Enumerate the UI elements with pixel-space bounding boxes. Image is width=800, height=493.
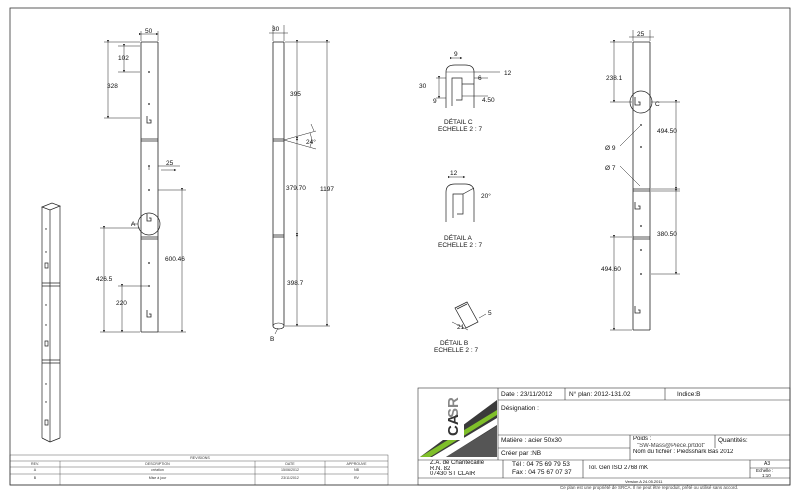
dim-25-front: 25 <box>166 160 174 167</box>
tb-plan-number: N° plan: 2012-131.02 <box>569 391 631 398</box>
dim-238-1: 238.1 <box>606 75 623 82</box>
dim-25-right: 25 <box>637 31 645 38</box>
rev-row-b-approved: RV <box>354 476 359 480</box>
dim-395: 395 <box>290 91 301 98</box>
tb-address-2: R.N. 82 <box>430 466 451 472</box>
label-c: C <box>655 101 660 108</box>
tb-tolerance: Tol. Gen ISO 2768 mK <box>588 465 649 471</box>
view-side <box>272 41 285 330</box>
dim-phi-9: Ø 9 <box>605 145 616 152</box>
dim-24-deg: 24° <box>306 138 316 146</box>
detail-a-dim-20-deg: 20° <box>481 192 491 200</box>
dim-phi-7: Ø 7 <box>605 165 616 172</box>
detail-c-dim-6: 6 <box>478 75 482 82</box>
revision-table <box>9 454 389 486</box>
tb-file-overlay: "SW-Mass@Pièce.prtdot" <box>637 443 706 449</box>
iso-view <box>41 202 61 443</box>
detail-b-title: DÉTAIL B <box>440 338 468 347</box>
tb-designation: Désignation : <box>501 405 539 412</box>
dim-50: 50 <box>145 28 153 35</box>
rev-header-date: DATE <box>285 462 295 466</box>
detail-c-dim-30: 30 <box>419 83 427 90</box>
logo-ca: CA <box>445 414 462 436</box>
dim-220: 220 <box>116 300 127 307</box>
rev-row-b-date: 23/11/2012 <box>281 476 299 480</box>
rev-header-rev: REV. <box>30 462 40 466</box>
view-front <box>137 41 161 333</box>
tb-version: Version A 24.05.2011 <box>625 479 663 484</box>
dim-30: 30 <box>272 26 280 33</box>
rev-header-approuve: APPROUVE <box>346 462 367 466</box>
sheet-border <box>9 7 791 486</box>
tb-address-3: 07430 ST CLAIR <box>430 471 476 477</box>
detail-c-dim-12: 12 <box>504 70 512 77</box>
rev-row-b-rev: B <box>33 476 37 480</box>
tb-indice: Indice:B <box>677 391 701 398</box>
dim-494-60: 494.60 <box>601 266 621 273</box>
logo-sr: SR <box>445 397 462 418</box>
tb-echelle-label: Echelle : <box>756 468 774 473</box>
detail-c <box>445 64 475 108</box>
rev-header-description: DESCRIPTION <box>145 462 170 466</box>
rev-row-b-desc: Mise à jour <box>148 476 167 480</box>
label-a: A <box>131 221 136 228</box>
tb-footer-notice: Ce plan est une propriété de SRCA. Il ne… <box>560 485 739 490</box>
dim-328: 328 <box>107 83 118 90</box>
tb-date: Date : 23/11/2012 <box>501 391 553 398</box>
revisions-title: REVISIONS <box>190 456 210 460</box>
detail-b <box>454 301 479 329</box>
tb-tel: Tél : 04 75 69 79 53 <box>512 461 570 468</box>
tb-creer-par: Créer par :NB <box>501 450 542 457</box>
detail-c-scale: ECHELLE 2 : 7 <box>438 126 482 133</box>
detail-c-title: DÉTAIL C <box>444 117 473 126</box>
view-right <box>629 41 653 331</box>
tb-fax: Fax : 04 75 67 07 37 <box>512 469 572 476</box>
dim-398-7: 398.7 <box>287 280 304 287</box>
tb-file-name: Nom du fichier : Piedsshark Bas 2012 <box>633 449 734 455</box>
detail-a <box>445 183 475 222</box>
tb-poids: Poids : <box>633 436 652 442</box>
rev-row-a-rev: A <box>33 468 37 472</box>
dim-600-46: 600.46 <box>165 256 185 263</box>
detail-c-dim-4-50: 4.50 <box>482 97 495 104</box>
detail-b-dim-5: 5 <box>488 310 492 317</box>
rev-row-a-desc: création <box>151 468 164 472</box>
srca-logo: SR CA <box>420 396 497 457</box>
detail-b-dim-21: 21 <box>457 324 465 331</box>
dim-426-5: 426.5 <box>96 276 113 283</box>
detail-a-scale: ECHELLE 2 : 7 <box>438 242 482 249</box>
detail-c-dim-9b: 9 <box>433 98 437 105</box>
rev-row-a-date: 15/06/2012 <box>281 468 299 472</box>
rev-row-a-approved: NB <box>354 468 359 472</box>
detail-a-title: DÉTAIL A <box>444 233 472 242</box>
detail-c-dim-9: 9 <box>454 51 458 58</box>
dim-1197: 1197 <box>320 186 334 193</box>
tb-address-1: Z.A. de Chantecaille <box>430 460 485 466</box>
tb-quantites: Quantités: <box>718 437 748 444</box>
dim-102: 102 <box>118 55 129 62</box>
dim-379-70: 379.70 <box>286 185 306 192</box>
detail-a-dim-12: 12 <box>450 170 458 177</box>
title-block <box>417 387 791 486</box>
label-b: B <box>270 336 274 343</box>
tb-format: A3 <box>764 461 771 467</box>
tb-matiere: Matière : acier 50x30 <box>501 437 562 444</box>
dim-380-50: 380.50 <box>657 231 677 238</box>
tb-echelle-value: 1:10 <box>762 473 771 478</box>
detail-b-scale: ECHELLE 2 : 7 <box>434 347 478 354</box>
dim-494-50: 494.50 <box>657 128 677 135</box>
